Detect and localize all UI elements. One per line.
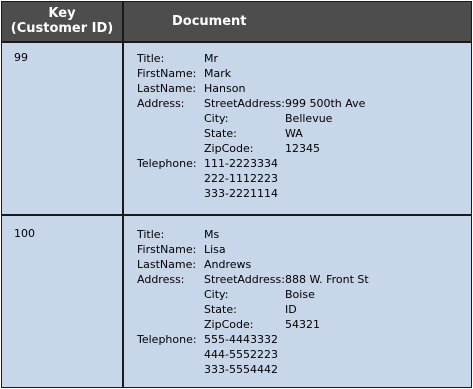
column-divider — [122, 2, 124, 387]
telephone-value: 444-5552223 — [204, 348, 278, 361]
firstname-value: Mark — [204, 67, 232, 80]
key-header-line2: (Customer ID) — [10, 21, 114, 36]
telephone-value: 222-1112223 — [204, 172, 278, 185]
street-label: StreetAddress: — [204, 97, 285, 110]
zip-label: ZipCode: — [204, 318, 254, 331]
table-row: 99 Title: Mr FirstName: Mark LastName: H… — [2, 43, 471, 214]
zip-value: 54321 — [285, 318, 320, 331]
state-label: State: — [204, 303, 237, 316]
customer-id: 100 — [14, 227, 35, 240]
street-value: 999 500th Ave — [285, 97, 366, 110]
state-label: State: — [204, 127, 237, 140]
title-label: Title: — [137, 52, 165, 65]
table-row: 100 Title: Ms FirstName: Lisa LastName: … — [2, 216, 471, 387]
key-header-line1: Key — [48, 6, 76, 21]
city-label: City: — [204, 288, 229, 301]
lastname-label: LastName: — [137, 258, 197, 271]
state-value: WA — [285, 127, 303, 140]
city-value: Bellevue — [285, 112, 333, 125]
state-value: ID — [285, 303, 297, 316]
street-label: StreetAddress: — [204, 273, 285, 286]
telephone-value: 333-5554442 — [204, 363, 278, 376]
telephone-label: Telephone: — [137, 157, 197, 170]
zip-value: 12345 — [285, 142, 320, 155]
telephone-value: 333-2221114 — [204, 187, 278, 200]
zip-label: ZipCode: — [204, 142, 254, 155]
table-header: Key (Customer ID) Document — [2, 2, 471, 43]
title-value: Ms — [204, 228, 220, 241]
telephone-value: 111-2223334 — [204, 157, 278, 170]
lastname-value: Hanson — [204, 82, 246, 95]
row-divider — [2, 214, 471, 216]
lastname-label: LastName: — [137, 82, 197, 95]
customer-id: 99 — [14, 51, 28, 64]
firstname-value: Lisa — [204, 243, 226, 256]
telephone-value: 555-4443332 — [204, 333, 278, 346]
city-value: Boise — [285, 288, 315, 301]
street-value: 888 W. Front St — [285, 273, 369, 286]
telephone-label: Telephone: — [137, 333, 197, 346]
key-column-header: Key (Customer ID) — [2, 2, 122, 41]
city-label: City: — [204, 112, 229, 125]
lastname-value: Andrews — [204, 258, 252, 271]
address-label: Address: — [137, 273, 185, 286]
title-label: Title: — [137, 228, 165, 241]
title-value: Mr — [204, 52, 219, 65]
document-column-header: Document — [172, 14, 247, 29]
firstname-label: FirstName: — [137, 243, 197, 256]
firstname-label: FirstName: — [137, 67, 197, 80]
address-label: Address: — [137, 97, 185, 110]
